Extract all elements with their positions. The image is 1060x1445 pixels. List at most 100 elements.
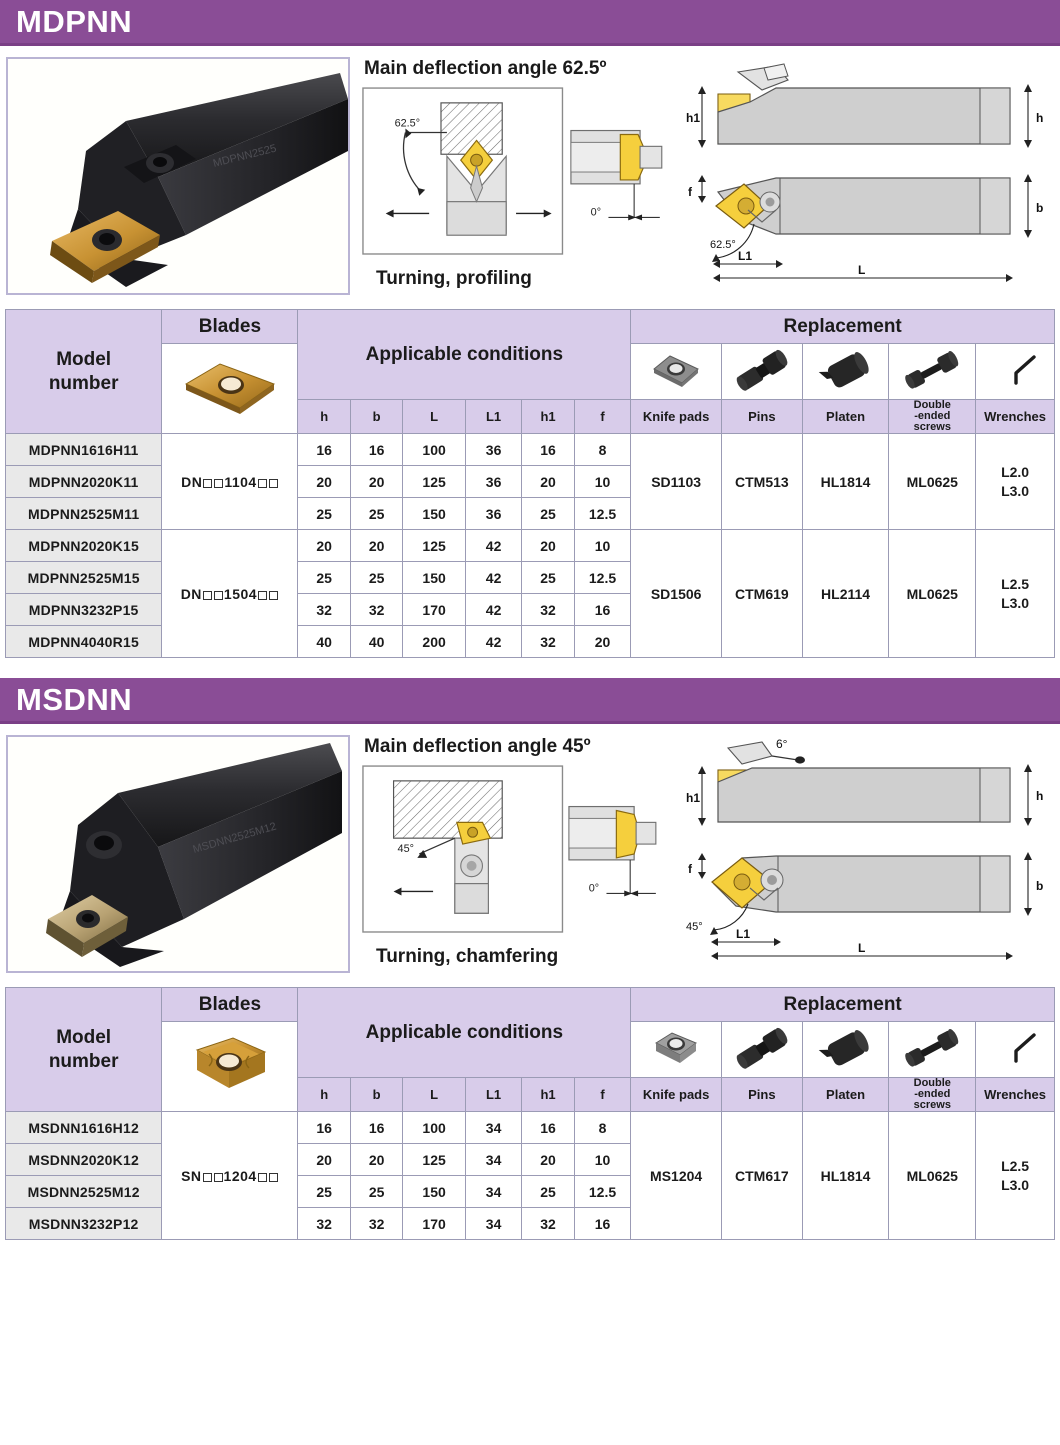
blade-code-mid: 1504 bbox=[223, 585, 258, 602]
part-image-wrenches bbox=[975, 343, 1055, 400]
cell-h1: 20 bbox=[521, 465, 575, 498]
cell-f: 12.5 bbox=[573, 497, 632, 530]
cell-h1: 20 bbox=[521, 529, 575, 562]
part-image-knife-pads bbox=[630, 343, 723, 400]
col-header-h: h bbox=[297, 1077, 351, 1112]
section-banner-msdnn: MSDNN bbox=[0, 674, 1060, 724]
cell-pins: CTM513 bbox=[721, 433, 803, 530]
table-row: MSDNN2020K12 20 20 125 34 20 10 bbox=[4, 1143, 1055, 1176]
double-ended-line3: screws bbox=[913, 1099, 951, 1111]
label-f: f bbox=[688, 862, 693, 876]
cell-L: 150 bbox=[402, 561, 466, 594]
cell-h1: 25 bbox=[521, 497, 575, 530]
cell-f: 12.5 bbox=[573, 1175, 632, 1208]
cell-screws: ML0625 bbox=[888, 433, 977, 530]
label-b: b bbox=[1036, 879, 1043, 893]
cell-L: 170 bbox=[402, 1207, 466, 1240]
deflection-angle-diagram: 62.5° bbox=[362, 87, 564, 255]
cell-b: 16 bbox=[349, 433, 404, 466]
label-h: h bbox=[1036, 789, 1043, 803]
header-model-line2: number bbox=[48, 1050, 119, 1072]
cell-h1: 20 bbox=[521, 1143, 575, 1176]
showcase-mdpnn: MDPNN2525 Main deflection angle 62.5º bbox=[0, 46, 1060, 295]
wrench-size-1: L2.5 bbox=[1001, 1157, 1030, 1174]
double-ended-line1: Double bbox=[913, 1077, 951, 1089]
dimension-drawing-mdpnn: h1 h f bbox=[680, 52, 1060, 289]
cell-L: 100 bbox=[402, 1111, 466, 1144]
double-ended-line2: -ended bbox=[914, 1088, 951, 1100]
col-header-knife-pads: Knife pads bbox=[630, 1077, 723, 1112]
model-number-cell: MDPNN3232P15 bbox=[4, 593, 163, 626]
section-title-mdpnn: MDPNN bbox=[16, 4, 133, 39]
col-header-b: b bbox=[349, 399, 404, 434]
blade-code-cell: DN 1504 bbox=[161, 529, 299, 658]
model-number-cell: MSDNN2525M12 bbox=[4, 1175, 163, 1208]
deflection-angle-title: Main deflection angle 62.5º bbox=[364, 58, 607, 79]
secondary-angle-diagram: 0° bbox=[568, 805, 657, 897]
header-replacement: Replacement bbox=[630, 987, 1055, 1022]
double-ended-line1: Double bbox=[913, 399, 951, 411]
product-photo-mdpnn: MDPNN2525 bbox=[6, 57, 350, 295]
section-title-msdnn: MSDNN bbox=[16, 682, 133, 717]
angle-label-62: 62.5° bbox=[395, 118, 420, 130]
label-h1-top: h1 bbox=[686, 111, 700, 125]
cell-L1: 34 bbox=[464, 1175, 523, 1208]
blade-code-prefix: DN bbox=[180, 585, 202, 602]
cell-b: 20 bbox=[349, 529, 404, 562]
header-replacement: Replacement bbox=[630, 309, 1055, 344]
table-row: MDPNN3232P15 32 32 170 42 32 16 bbox=[4, 593, 1055, 626]
blade-code-prefix: SN bbox=[181, 1167, 202, 1184]
cell-L1: 34 bbox=[464, 1111, 523, 1144]
cell-h1: 25 bbox=[521, 561, 575, 594]
model-number-cell: MDPNN1616H11 bbox=[4, 433, 163, 466]
table-row: MDPNN2525M15 25 25 150 42 25 12.5 bbox=[4, 561, 1055, 594]
model-number-cell: MDPNN2020K15 bbox=[4, 529, 163, 562]
cell-h: 25 bbox=[297, 561, 351, 594]
cell-knife-pads: SD1103 bbox=[630, 433, 723, 530]
header-model-number: Model number bbox=[4, 309, 163, 434]
header-blades: Blades bbox=[161, 987, 299, 1022]
cell-screws: ML0625 bbox=[888, 529, 977, 658]
deflection-angle-diagram: 45° bbox=[362, 765, 564, 933]
cell-h: 32 bbox=[297, 1207, 351, 1240]
cell-wrenches: L2.5 L3.0 bbox=[975, 529, 1055, 658]
part-image-knife-pads bbox=[630, 1021, 723, 1078]
col-header-double-ended-screws: Double -ended screws bbox=[888, 399, 977, 434]
col-header-wrenches: Wrenches bbox=[975, 399, 1055, 434]
cell-f: 20 bbox=[573, 625, 632, 658]
cell-L1: 34 bbox=[464, 1143, 523, 1176]
cell-h1: 32 bbox=[521, 625, 575, 658]
header-applicable-conditions: Applicable conditions bbox=[297, 987, 632, 1078]
cell-h: 16 bbox=[297, 1111, 351, 1144]
dimension-drawing-msdnn: h1 6° h f bbox=[680, 730, 1060, 967]
cell-h: 40 bbox=[297, 625, 351, 658]
cell-b: 32 bbox=[349, 593, 404, 626]
angle-label-45: 45° bbox=[398, 843, 414, 855]
label-L1: L1 bbox=[736, 927, 750, 941]
wrench-size-1: L2.5 bbox=[1001, 575, 1030, 592]
cell-L1: 42 bbox=[464, 625, 523, 658]
cell-knife-pads: MS1204 bbox=[630, 1111, 723, 1240]
part-image-pins bbox=[721, 343, 803, 400]
cell-knife-pads: SD1506 bbox=[630, 529, 723, 658]
part-image-pins bbox=[721, 1021, 803, 1078]
angle-label-0: 0° bbox=[589, 882, 599, 894]
cell-L: 125 bbox=[402, 529, 466, 562]
cell-pins: CTM617 bbox=[721, 1111, 803, 1240]
cell-L1: 34 bbox=[464, 1207, 523, 1240]
cell-platen: HL1814 bbox=[801, 1111, 890, 1240]
blade-code-prefix: DN bbox=[181, 473, 203, 490]
cell-L: 125 bbox=[402, 465, 466, 498]
col-header-platen: Platen bbox=[801, 1077, 890, 1112]
cell-pins: CTM619 bbox=[721, 529, 803, 658]
label-h1-top: h1 bbox=[686, 791, 700, 805]
secondary-angle-diagram: 0° bbox=[570, 129, 663, 221]
label-f: f bbox=[688, 185, 693, 199]
model-number-cell: MDPNN4040R15 bbox=[4, 625, 163, 658]
wrench-size-1: L2.0 bbox=[1001, 463, 1030, 480]
cell-L: 100 bbox=[402, 433, 466, 466]
col-header-L: L bbox=[402, 1077, 466, 1112]
operation-caption-mdpnn: Turning, profiling bbox=[376, 268, 532, 289]
